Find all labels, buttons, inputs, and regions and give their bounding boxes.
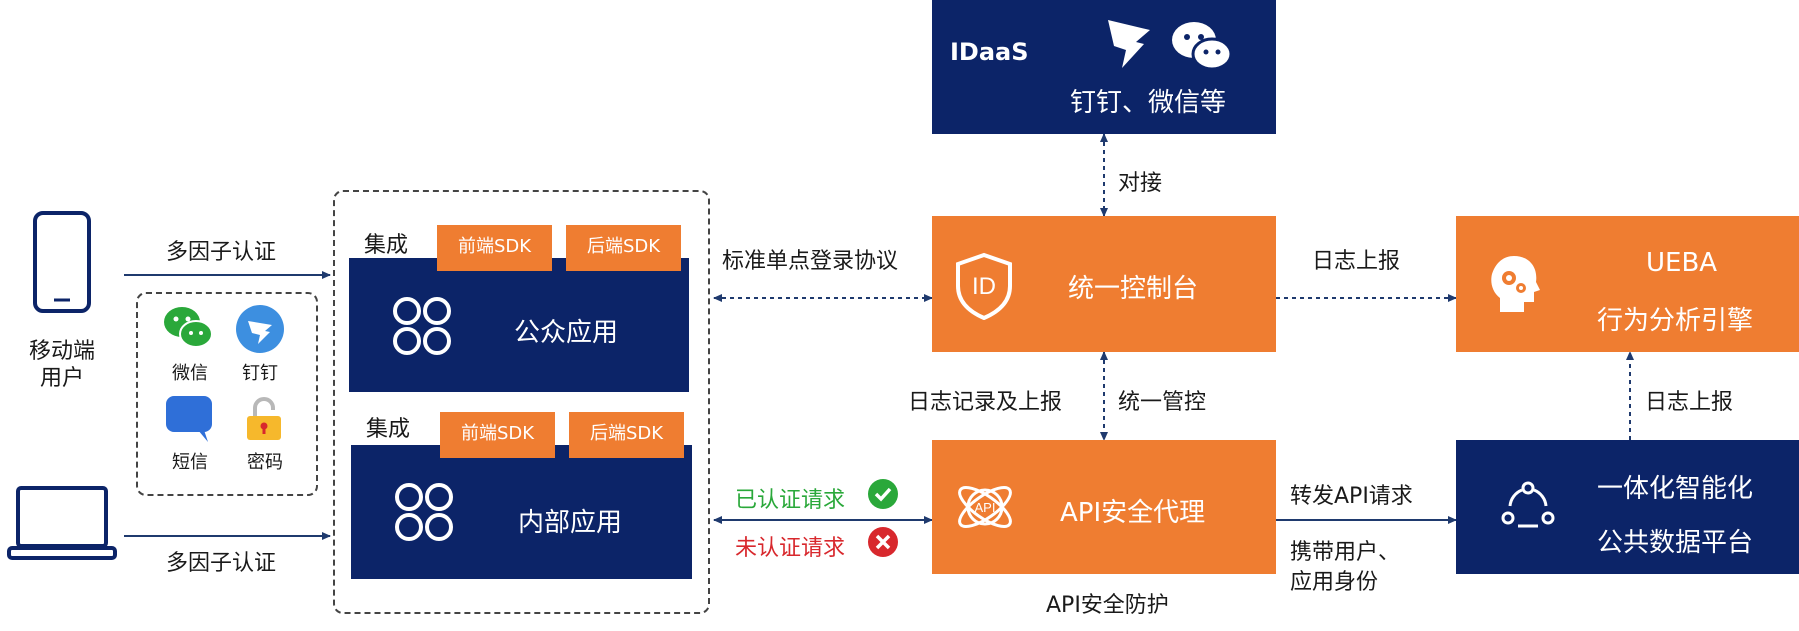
unauthed-request-label: 未认证请求 [735, 536, 846, 561]
log-record-label: 日志记录及上报 [908, 390, 1063, 415]
api-icon: API [958, 486, 1012, 528]
dingtalk-icon [1108, 20, 1150, 68]
apps-container [333, 190, 710, 614]
factor-label-dingtalk: 钉钉 [242, 363, 278, 384]
app-grid-icon [395, 483, 453, 541]
sms-icon [166, 396, 212, 442]
api-proxy-box [932, 440, 1276, 574]
idaas-title: IDaaS [950, 38, 1029, 66]
internal-app-title: 内部应用 [518, 508, 623, 538]
data-platform-box [1456, 440, 1799, 574]
data-platform-title-1: 一体化智能化 [1597, 474, 1754, 504]
mobile-user-label-1: 移动端 [28, 339, 95, 364]
app-grid-icon [393, 297, 451, 355]
public-app-title: 公众应用 [514, 318, 619, 348]
dock-label: 对接 [1118, 171, 1163, 196]
ueba-title-2: 行为分析引擎 [1597, 306, 1754, 336]
mfa-bottom-label: 多因子认证 [166, 551, 277, 576]
share-network-icon [1501, 481, 1555, 528]
carry-identity-label-2: 应用身份 [1290, 570, 1379, 595]
ueba-title-1: UEBA [1646, 248, 1718, 278]
internal-frontend-sdk: 前端SDK [440, 412, 555, 458]
carry-identity-label-1: 携带用户、 [1290, 540, 1401, 565]
log-report-label-1: 日志上报 [1312, 249, 1401, 274]
cross-circle-icon [868, 527, 898, 557]
svg-text:API: API [975, 500, 996, 515]
laptop-icon [7, 486, 117, 560]
mobile-phone-icon [33, 211, 91, 313]
unified-console-title: 统一控制台 [1068, 274, 1199, 304]
dingtalk-icon [236, 305, 284, 353]
mobile-user-label-2: 用户 [39, 366, 84, 391]
wechat-icon [1172, 22, 1233, 71]
factor-label-password: 密码 [247, 452, 283, 473]
api-protection-caption: API安全防护 [1046, 593, 1169, 618]
unified-console-box [932, 216, 1276, 352]
auth-factors-box [136, 292, 318, 496]
integrate-label-public: 集成 [364, 233, 409, 258]
internal-backend-sdk: 后端SDK [569, 412, 684, 458]
brain-gear-icon [1491, 256, 1540, 312]
password-lock-icon [247, 397, 281, 440]
public-frontend-sdk: 前端SDK [437, 225, 552, 271]
factor-label-sms: 短信 [172, 452, 208, 473]
unified-control-label: 统一管控 [1118, 390, 1207, 415]
svg-text:ID: ID [972, 273, 996, 300]
wechat-icon [164, 307, 213, 348]
sso-protocol-label: 标准单点登录协议 [722, 249, 899, 274]
data-platform-title-2: 公共数据平台 [1597, 528, 1754, 558]
check-circle-icon [868, 479, 898, 509]
log-report-label-2: 日志上报 [1645, 390, 1734, 415]
mfa-top-label: 多因子认证 [166, 240, 277, 265]
forward-api-label: 转发API请求 [1290, 484, 1413, 509]
internal-app-box [351, 445, 692, 579]
public-app-box [349, 258, 689, 392]
public-backend-sdk: 后端SDK [566, 225, 681, 271]
api-proxy-title: API安全代理 [1060, 498, 1206, 528]
authed-request-label: 已认证请求 [735, 488, 846, 513]
id-shield-icon: ID [956, 252, 1012, 320]
idaas-subtitle: 钉钉、微信等 [1070, 88, 1227, 118]
factor-label-wechat: 微信 [172, 363, 208, 384]
integrate-label-internal: 集成 [366, 417, 411, 442]
